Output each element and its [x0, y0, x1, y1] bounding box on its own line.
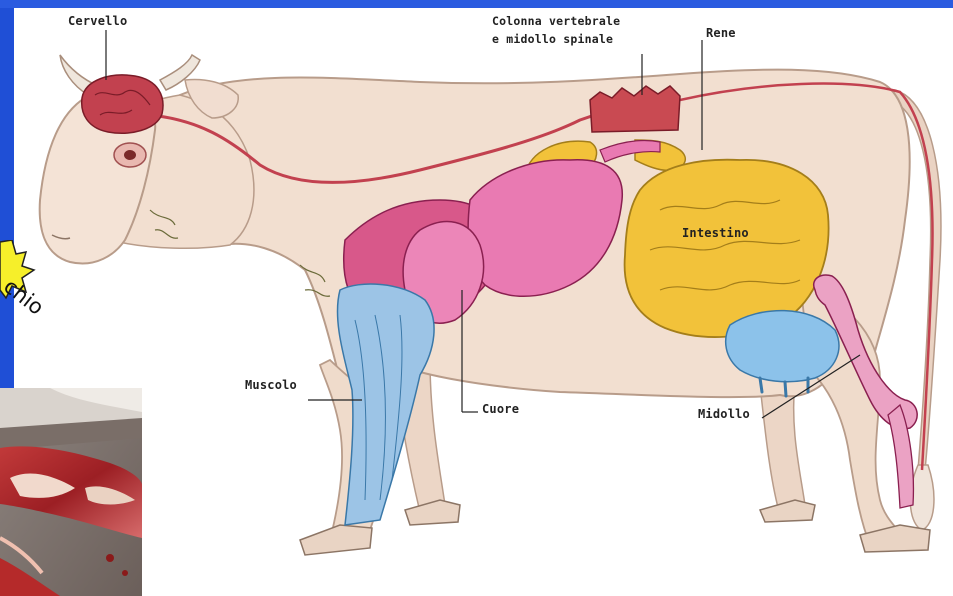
label-spine-line2: e midollo spinale	[492, 32, 613, 46]
hoof-2	[405, 500, 460, 525]
cow-rear-leg	[760, 380, 805, 515]
cow-pupil	[124, 150, 136, 160]
label-intestine: Intestino	[682, 226, 749, 240]
label-kidney: Rene	[706, 26, 736, 40]
hoof-3	[760, 500, 815, 522]
label-brain: Cervello	[68, 14, 127, 28]
label-heart: Cuore	[482, 402, 519, 416]
udder	[726, 311, 839, 382]
brain	[82, 75, 163, 133]
meat-photo	[0, 388, 142, 596]
hoof-1	[300, 525, 372, 555]
label-marrow: Midollo	[698, 407, 750, 421]
label-muscle: Muscolo	[245, 378, 297, 392]
label-spine-line1: Colonna vertebrale	[492, 14, 620, 28]
